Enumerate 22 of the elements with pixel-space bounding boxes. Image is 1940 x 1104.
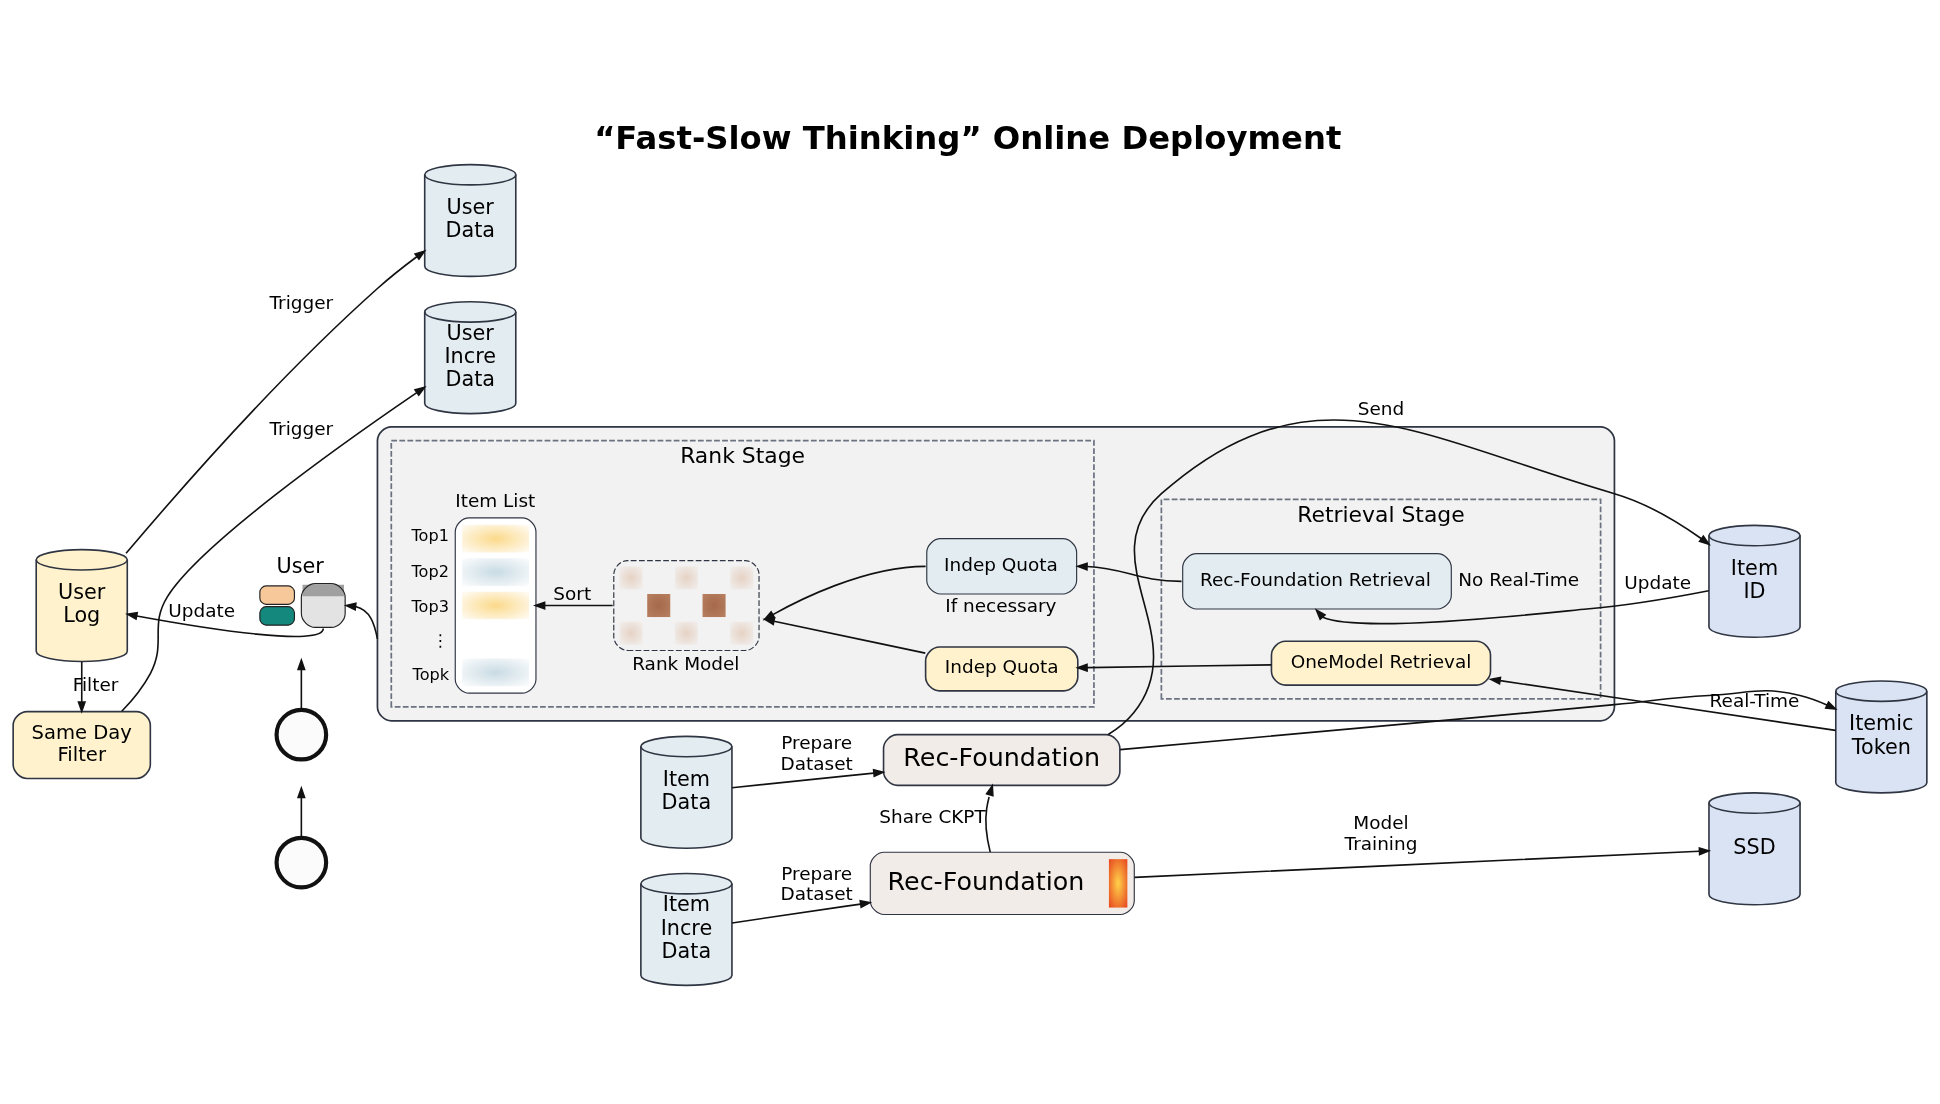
edge-label: Send xyxy=(1357,397,1405,419)
edge-label: Prepare Dataset xyxy=(780,731,853,774)
node-label: Top1 xyxy=(411,525,449,545)
node-label: User xyxy=(276,553,324,578)
edge-label: Update xyxy=(168,599,236,621)
edge-label: Model Training xyxy=(1344,811,1418,854)
diagram-title: “Fast-Slow Thinking” Online Deployment xyxy=(594,118,1342,157)
node-label: ⋮ xyxy=(432,630,449,650)
edge-label: Sort xyxy=(553,582,592,604)
node-label: Topk xyxy=(412,664,450,684)
node-label: Rank Model xyxy=(632,652,740,674)
edge-label: Prepare Dataset xyxy=(780,862,853,904)
node-label: Top3 xyxy=(411,596,449,616)
edge-label: Trigger xyxy=(269,417,334,439)
edge-label: Share CKPT xyxy=(879,805,986,827)
node-label: Item List xyxy=(455,489,536,511)
node-label: If necessary xyxy=(945,594,1057,616)
edge-label: Real-Time xyxy=(1709,689,1800,711)
node-label: Top2 xyxy=(411,561,449,581)
node-label: No Real-Time xyxy=(1458,568,1579,590)
edge-label: Trigger xyxy=(269,291,334,313)
edge-label: Update xyxy=(1624,571,1692,593)
